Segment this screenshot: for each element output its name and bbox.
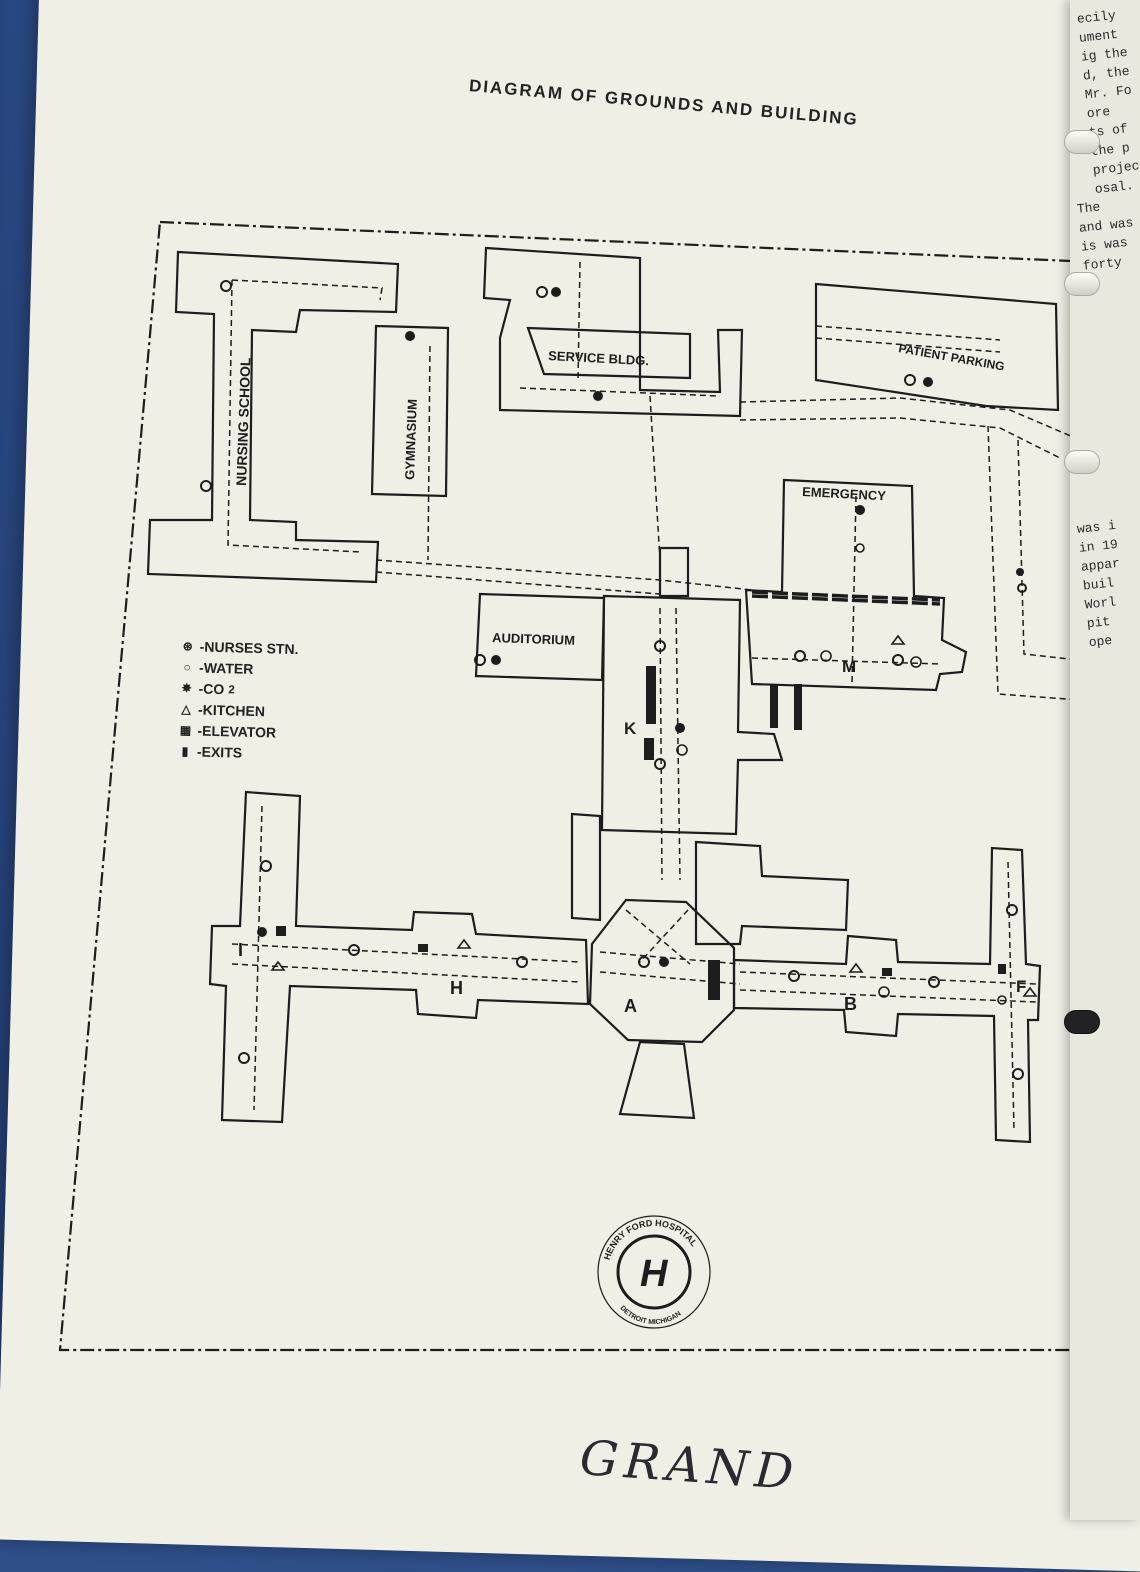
service-bldg-outline (482, 246, 744, 418)
wing-m-label: M (842, 657, 856, 676)
b-wing-outline (732, 846, 1042, 1144)
wing-b-label: B (844, 994, 857, 1014)
water-icon (794, 650, 806, 662)
co2-icon (551, 287, 561, 297)
hospital-logo: HENRY FORD HOSPITAL DETROIT MICHIGAN H (597, 1215, 711, 1329)
patient-parking-outline (814, 282, 1060, 412)
legend-label: -WATER (198, 659, 254, 677)
elevator-icon: ▦ (179, 723, 192, 738)
nurses-station-icon (997, 995, 1007, 1005)
patient-parking-label: PATIENT PARKING (897, 341, 1005, 373)
elevator-icon (794, 684, 802, 730)
elevator-icon (770, 684, 778, 728)
elevator-icon (276, 926, 286, 936)
adjacent-page-text: was i in 19 appar buil Worl pit ope (1076, 517, 1121, 651)
legend-item-exits: ▮ -EXITS (177, 741, 296, 765)
adjacent-page-text: ecily ument ig the d, the Mr. Fo ore ts … (1076, 7, 1140, 197)
water-icon: ○ (183, 660, 191, 675)
nursing-school-label: NURSING SCHOOL (233, 357, 253, 486)
service-bldg-label: SERVICE BLDG. (548, 348, 650, 368)
elevator-icon (644, 738, 654, 760)
binder-ring (1064, 272, 1100, 296)
a-wing-outline (588, 898, 736, 1044)
nurses-station-icon (676, 744, 688, 756)
nurses-station-icon (855, 543, 865, 553)
water-icon (220, 280, 232, 292)
water-icon (260, 860, 272, 872)
water-icon (238, 1052, 250, 1064)
wing-f-label: F (1016, 977, 1026, 996)
kitchen-icon (270, 960, 286, 971)
legend-label: -KITCHEN (197, 701, 266, 720)
elevator-icon (998, 964, 1006, 974)
legend-label-subscript: 2 (228, 683, 235, 697)
water-icon (1006, 904, 1018, 916)
nurses-station-icon (878, 986, 890, 998)
water-icon (1017, 583, 1027, 593)
water-icon (904, 374, 916, 386)
kitchen-icon (848, 962, 864, 973)
nurses-station-icon: ⊛ (182, 639, 193, 654)
k-wing-outline (600, 594, 784, 836)
auditorium-label: AUDITORIUM (492, 630, 575, 648)
water-icon (474, 654, 486, 666)
kitchen-icon (456, 938, 472, 949)
co2-icon: ✸ (181, 681, 192, 696)
nursing-school-outline (146, 250, 400, 584)
site-plan: NURSING SCHOOL GYMNASIUM SERVICE BLDG. P… (58, 220, 1122, 1352)
co2-icon (593, 391, 603, 401)
water-icon (516, 956, 528, 968)
legend-label: -ELEVATOR (197, 722, 277, 741)
wing-i-label: I (238, 940, 243, 960)
co2-icon (1016, 568, 1024, 576)
elevator-icon (708, 960, 720, 1000)
binder-ring (1064, 450, 1100, 474)
i-wing-outline (208, 790, 590, 1124)
logo-monogram: H (640, 1253, 669, 1295)
kitchen-icon (1022, 986, 1038, 997)
water-icon (1012, 1068, 1024, 1080)
gymnasium-outline (370, 324, 450, 498)
legend-label: -EXITS (196, 743, 243, 761)
co2-icon (659, 957, 669, 967)
elevator-icon (646, 666, 656, 724)
wing-h-label: H (450, 978, 463, 998)
water-icon (536, 286, 548, 298)
wing-k-label: K (624, 719, 637, 738)
co2-icon (855, 505, 865, 515)
gymnasium-label: GYMNASIUM (402, 399, 420, 480)
co2-icon (257, 927, 267, 937)
water-icon (788, 970, 800, 982)
elevator-icon (418, 944, 428, 952)
water-icon (638, 956, 650, 968)
elevator-icon (882, 968, 892, 976)
water-icon (892, 654, 904, 666)
auditorium-outline (474, 592, 606, 682)
legend-label: -CO (198, 680, 225, 698)
binder-ring (1064, 130, 1100, 154)
wing-a-label: A (624, 996, 637, 1016)
nurses-station-icon (820, 650, 832, 662)
legend-label: -NURSES STN. (199, 638, 299, 658)
kitchen-icon: △ (181, 702, 191, 717)
binder-ring (1064, 1010, 1100, 1034)
water-icon (654, 758, 666, 770)
nurses-station-icon (910, 656, 922, 668)
emergency-label: EMERGENCY (802, 484, 887, 503)
water-icon (654, 640, 666, 652)
adjacent-page: ecily ument ig the d, the Mr. Fo ore ts … (1070, 0, 1140, 1520)
co2-icon (923, 377, 933, 387)
co2-icon (491, 655, 501, 665)
water-icon (928, 976, 940, 988)
co2-icon (405, 331, 415, 341)
kitchen-icon (890, 634, 906, 645)
co2-icon (675, 723, 685, 733)
water-icon (348, 944, 360, 956)
water-icon (200, 480, 212, 492)
adjacent-page-text: The and was is was forty (1076, 199, 1135, 274)
exit-icon: ▮ (181, 744, 189, 759)
